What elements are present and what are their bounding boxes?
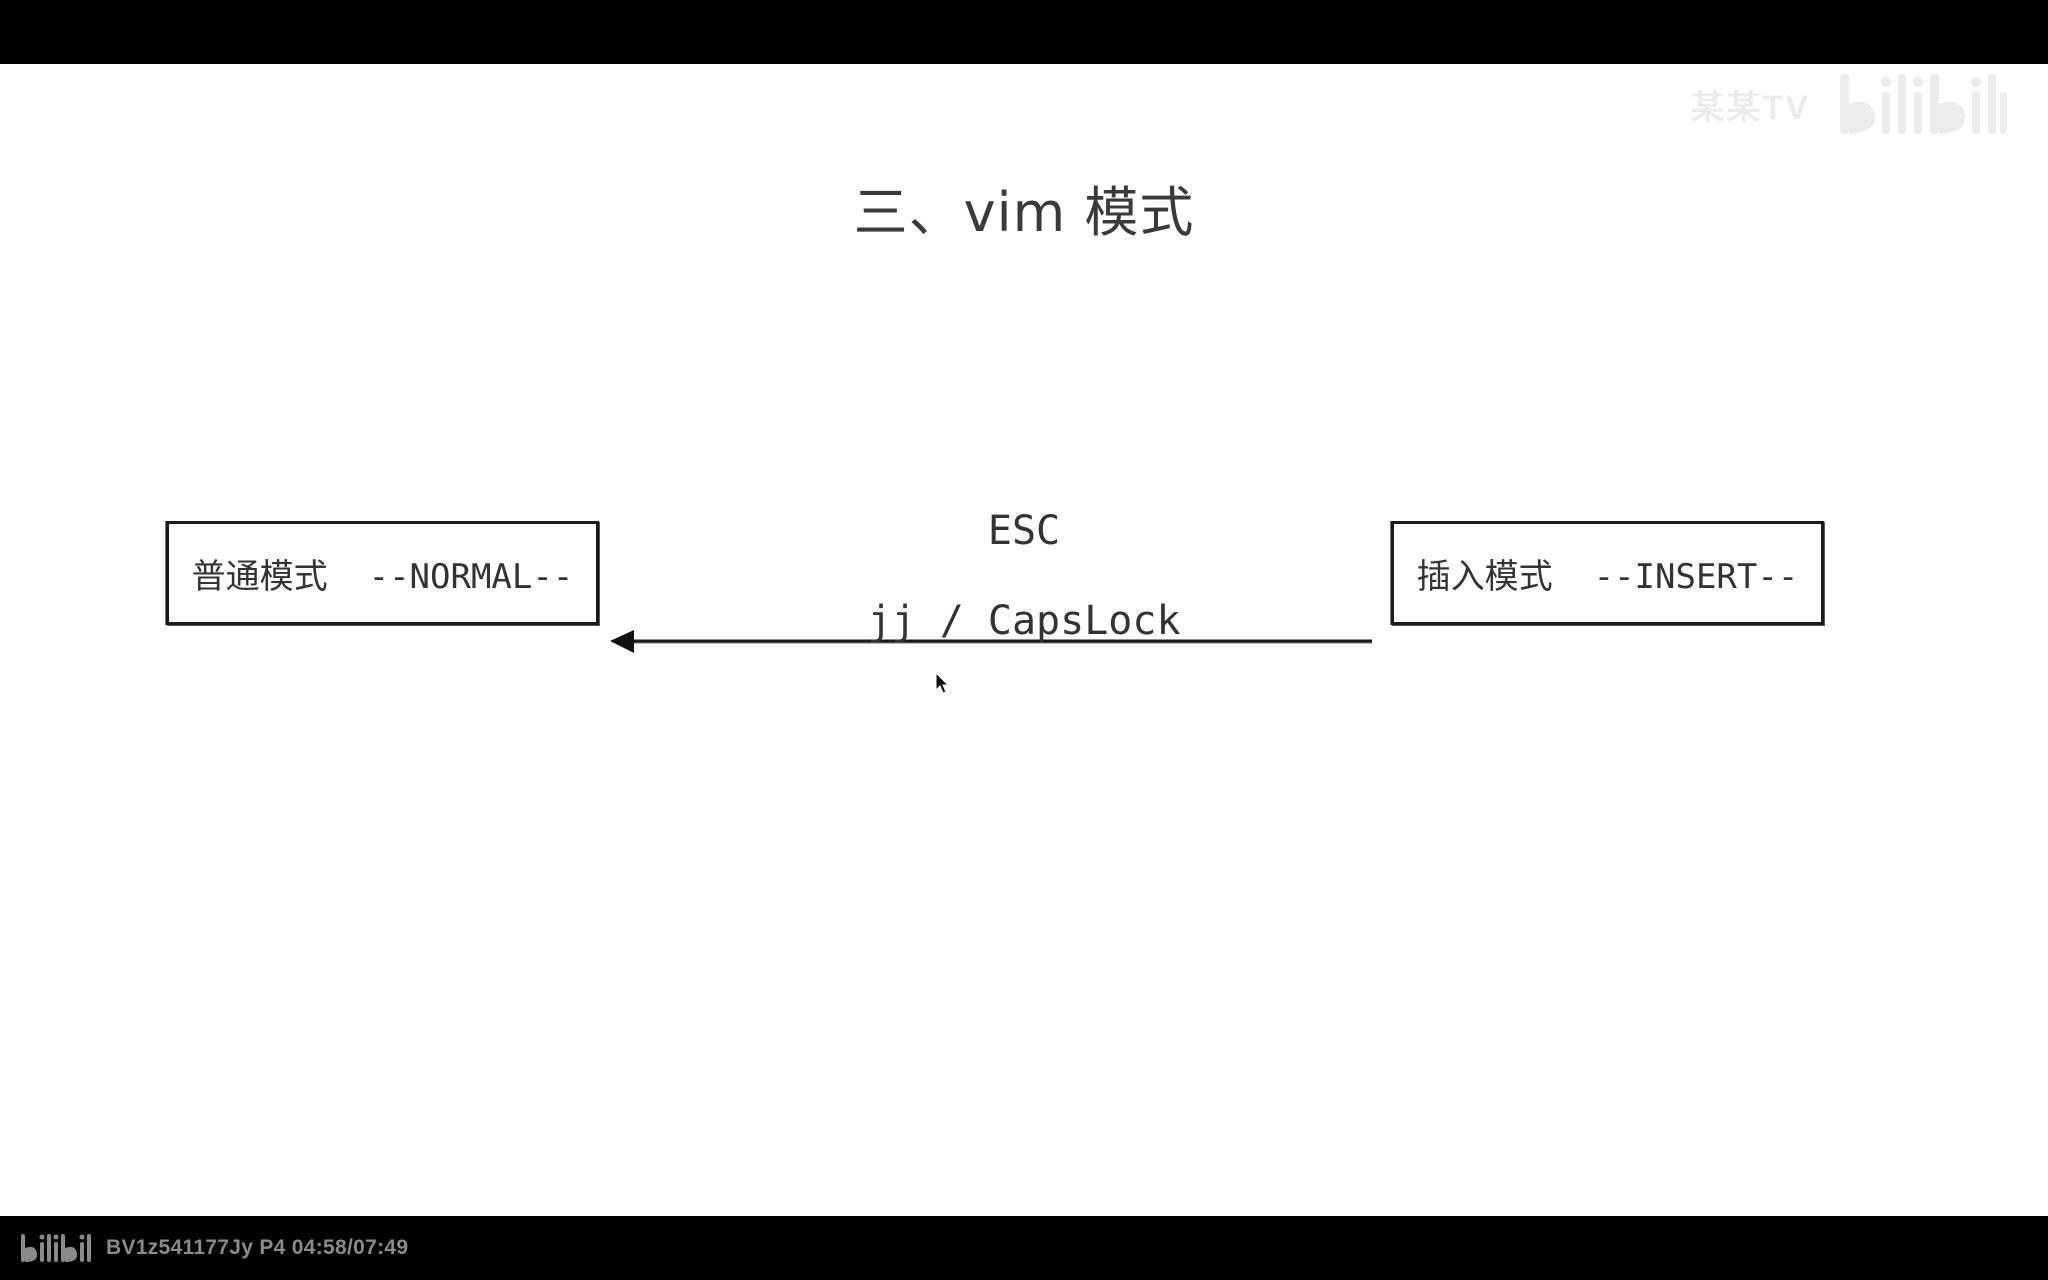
arrowhead-left-icon [610, 630, 634, 653]
arrow-label-jj-capslock: jj / CapsLock [867, 598, 1181, 644]
mouse-pointer-icon [935, 672, 950, 694]
slide-title: 三、vim 模式 [853, 181, 1195, 244]
insert-mode-label: 插入模式 --INSERT-- [1416, 556, 1799, 597]
arrow-label-esc: ESC [987, 508, 1061, 554]
insert-mode-box: 插入模式 --INSERT-- [1391, 521, 1824, 625]
bilibili-small-logo-icon [21, 1234, 91, 1262]
normal-mode-box: 普通模式 --NORMAL-- [166, 521, 599, 625]
watermark: 某某TV [1691, 64, 2008, 144]
transition-arrow [610, 630, 1372, 653]
watermark-channel-text: 某某TV [1690, 88, 1810, 127]
bilibili-logo-icon [1840, 74, 2007, 134]
video-id-and-time: BV1z541177Jy P4 04:58/07:49 [106, 1236, 409, 1259]
normal-mode-label: 普通模式 --NORMAL-- [191, 556, 574, 597]
player-info-bar: BV1z541177Jy P4 04:58/07:49 [0, 1216, 2048, 1280]
top-letterbox-bar [0, 0, 2048, 64]
